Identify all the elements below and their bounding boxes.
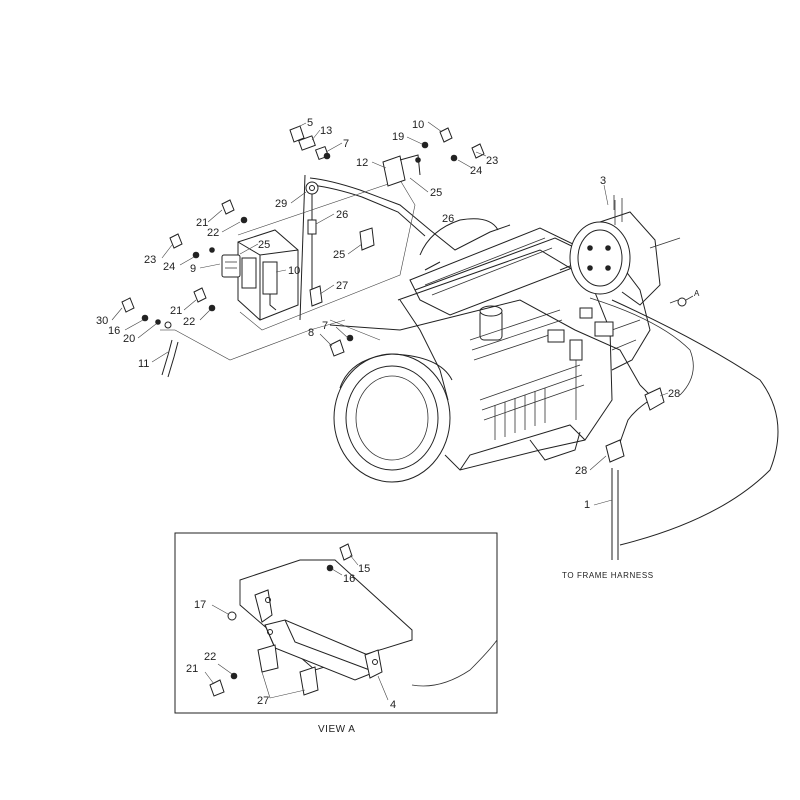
callout-4: 4 bbox=[390, 699, 396, 711]
callout-15: 15 bbox=[358, 563, 370, 575]
callout-25: 25 bbox=[258, 239, 270, 251]
callout-25: 25 bbox=[333, 249, 345, 261]
callout-21: 21 bbox=[186, 663, 198, 675]
view-a-inset bbox=[174, 532, 498, 714]
callout-7: 7 bbox=[343, 138, 349, 150]
fasteners bbox=[121, 125, 665, 463]
callout-12: 12 bbox=[356, 157, 368, 169]
callout-23: 23 bbox=[486, 155, 498, 167]
callout-28: 28 bbox=[668, 388, 680, 400]
callout-28: 28 bbox=[575, 465, 587, 477]
callout-24: 24 bbox=[163, 261, 175, 273]
callout-21: 21 bbox=[170, 305, 182, 317]
callout-10: 10 bbox=[412, 119, 424, 131]
alternator bbox=[569, 198, 694, 307]
callout-20: 20 bbox=[123, 333, 135, 345]
callout-16: 16 bbox=[343, 573, 355, 585]
callout-27: 27 bbox=[257, 695, 269, 707]
leader-lines bbox=[111, 121, 669, 506]
callout-17: 17 bbox=[194, 599, 206, 611]
callout-labels: 5 13 7 10 19 12 23 24 25 29 21 22 26 25 … bbox=[96, 117, 700, 735]
callout-22: 22 bbox=[204, 651, 216, 663]
callout-22: 22 bbox=[207, 227, 219, 239]
to-frame-harness-note: TO FRAME HARNESS bbox=[562, 571, 654, 580]
harness-routing bbox=[160, 174, 779, 560]
callout-21: 21 bbox=[196, 217, 208, 229]
callout-29: 29 bbox=[275, 198, 287, 210]
callout-22: 22 bbox=[183, 316, 195, 328]
callout-8: 8 bbox=[308, 327, 314, 339]
callout-9: 9 bbox=[190, 263, 196, 275]
callout-24: 24 bbox=[470, 165, 482, 177]
callout-11: 11 bbox=[138, 358, 149, 370]
callout-7: 7 bbox=[322, 320, 328, 332]
callout-3: 3 bbox=[600, 175, 606, 187]
view-marker: A bbox=[694, 289, 700, 298]
callout-13: 13 bbox=[320, 125, 332, 137]
callout-23: 23 bbox=[144, 254, 156, 266]
callout-27: 27 bbox=[336, 280, 348, 292]
relay-bracket-assembly bbox=[161, 154, 421, 378]
callout-16: 16 bbox=[108, 325, 120, 337]
callout-26: 26 bbox=[442, 213, 454, 225]
callout-25: 25 bbox=[430, 187, 442, 199]
callout-19: 19 bbox=[392, 131, 404, 143]
callout-5: 5 bbox=[307, 117, 313, 129]
callout-1: 1 bbox=[584, 499, 590, 511]
callout-26: 26 bbox=[336, 209, 348, 221]
engine-assembly bbox=[333, 227, 651, 483]
callout-10: 10 bbox=[288, 265, 300, 277]
callout-30: 30 bbox=[96, 315, 108, 327]
view-a-caption: VIEW A bbox=[318, 724, 355, 735]
